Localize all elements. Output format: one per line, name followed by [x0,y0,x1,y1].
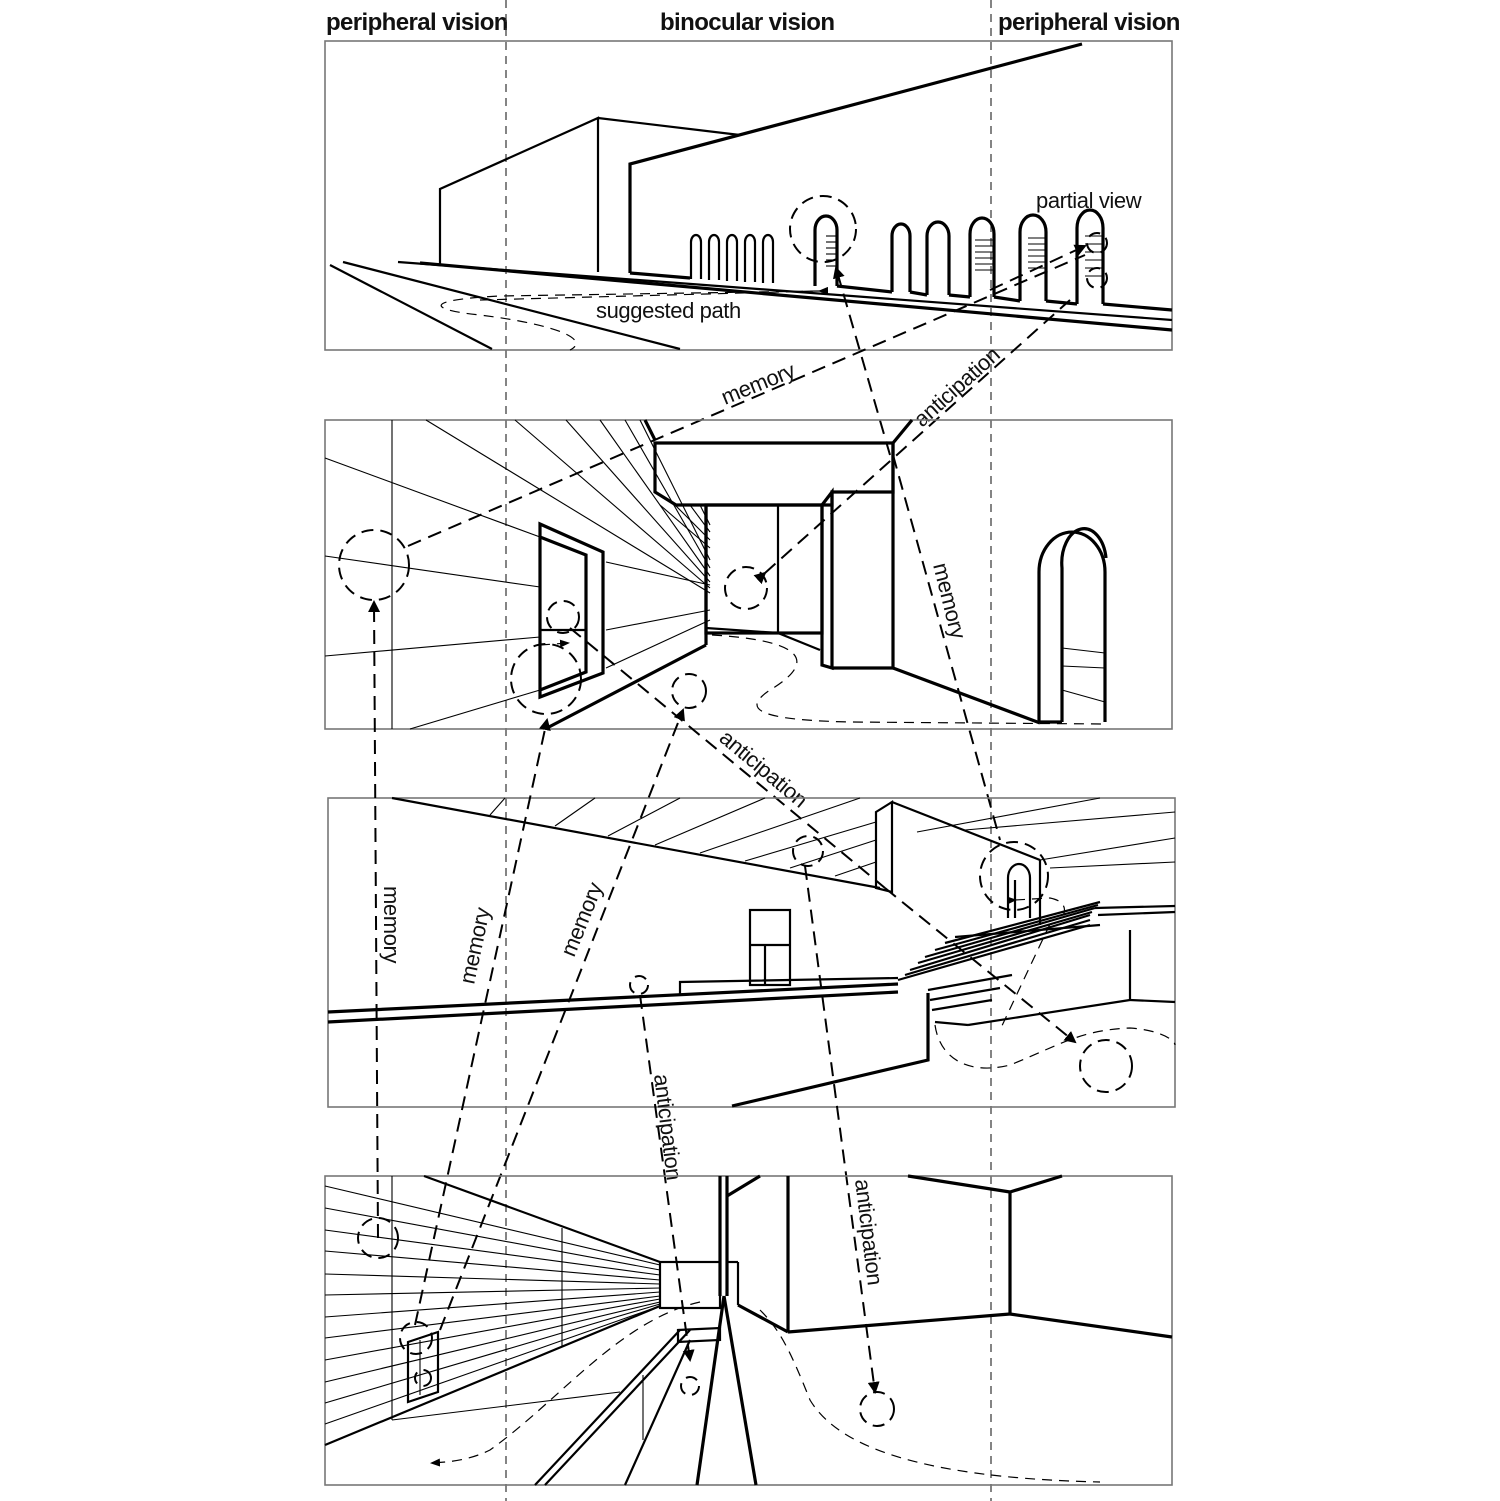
focus-circle [1079,1039,1133,1093]
focus-circle [792,835,824,867]
focus-circle [859,1391,895,1427]
header-binocular-vision: binocular vision [660,9,834,36]
anticipation-link-line [639,994,695,1362]
panel-1-exterior-view: suggested path partial view [324,40,1173,351]
arch-hatching [826,235,1102,277]
floor-path [430,1301,701,1467]
staircase [897,900,1176,1027]
label-memory-3: memory [379,886,404,963]
panel-4-long-corridor [324,1174,1173,1486]
focus-circle [399,1321,433,1355]
suggested-path-line [440,286,829,351]
focus-circle [546,600,580,634]
memory-link-line [414,718,551,1326]
perspective-lines [324,419,711,730]
label-memory-4: memory [454,905,495,986]
arch-door [1037,530,1107,722]
label-anticipation-4: anticipation [850,1178,888,1287]
header: peripheral vision binocular vision perip… [326,9,1180,36]
label-partial-view: partial view [1036,188,1142,213]
anticipation-link-line [804,865,880,1394]
focus-circle-small [414,1369,432,1387]
floor-path [934,1024,1176,1069]
floor-path [711,634,1106,725]
label-memory-2: memory [928,560,971,641]
anticipation-link-line [569,627,886,889]
panel-3-frame [327,797,1176,1108]
panel-3-stair-hall [327,796,1176,1108]
ceiling-lines [489,797,1176,877]
label-suggested-path: suggested path [596,298,741,323]
panel-1-frame [324,40,1173,351]
focus-circle-small [1086,232,1108,254]
label-memory-1: memory [718,357,799,409]
focus-circle [724,566,768,610]
label-memory-5: memory [555,879,607,960]
focus-circle [357,1217,399,1259]
focus-circle-small [1086,267,1108,289]
header-left-peripheral-vision: peripheral vision [326,9,508,36]
memory-link-line [368,600,381,1239]
header-right-peripheral-vision: peripheral vision [998,9,1180,36]
perspective-lines [324,1185,661,1425]
panel-2-interior-corridor: memory [324,418,1173,841]
focus-circle [338,529,410,601]
window-slit [406,1330,440,1404]
large-arches [813,208,1173,312]
focus-circle [789,195,857,263]
panel-4-frame [324,1175,1173,1486]
focus-circle [510,643,582,715]
window [538,521,605,700]
lintel [653,441,895,507]
anticipation-link-line [753,299,1071,585]
label-anticipation-1: anticipation [909,342,1005,432]
label-anticipation-3: anticipation [649,1073,687,1182]
memory-link-line [439,708,685,1331]
small-arches [689,233,775,283]
focus-circle-small [680,1376,700,1396]
focus-circle [979,841,1049,911]
focus-circle-small [629,975,649,995]
memory-link-line [407,254,1086,547]
focus-circle [671,673,707,709]
panel-2-frame [324,419,1173,730]
